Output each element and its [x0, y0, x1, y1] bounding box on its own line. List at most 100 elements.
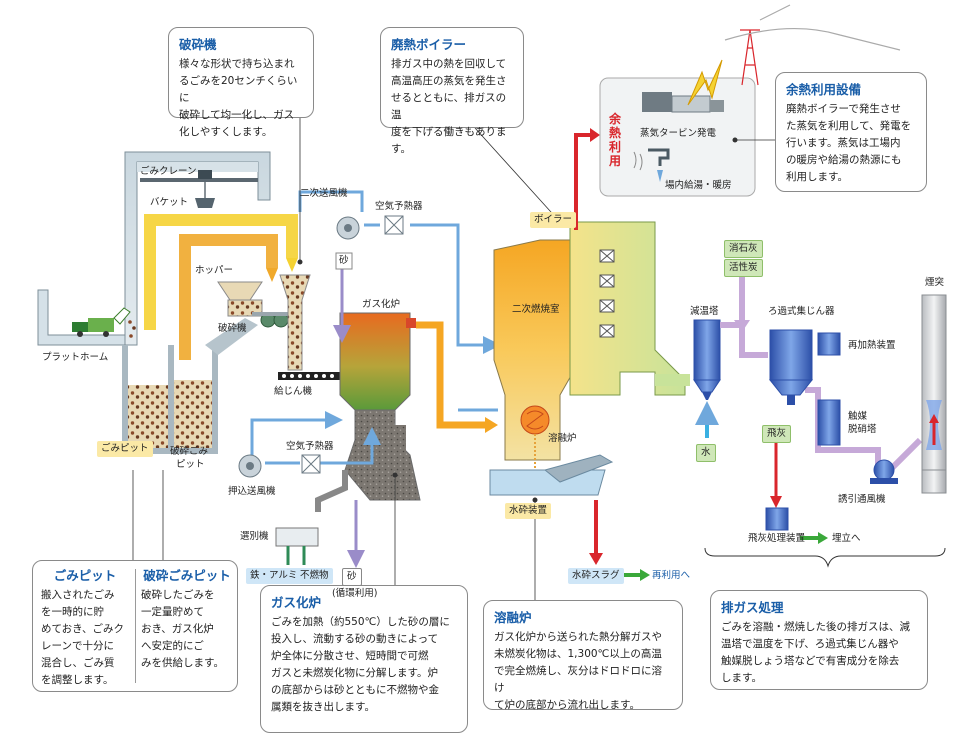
sand-out-tag: 砂: [342, 568, 362, 586]
hopper-crusher: [217, 281, 292, 328]
reheater-label: 再加熱装置: [848, 340, 896, 351]
crusher-label: 破砕機: [218, 323, 247, 334]
callout-line: 化しやすくします。: [179, 126, 273, 138]
exhaust-callout-title: 排ガス処理: [721, 600, 784, 615]
vertical-char: 利: [608, 140, 621, 154]
callout-line: 破砕して均一化し、ガス: [179, 109, 295, 121]
callout-line: た蒸気を利用して、発電を: [786, 120, 912, 132]
sand-reuse-label: (循環利用): [332, 588, 378, 599]
fly-ash-treatment-label: 飛灰処理装置: [748, 533, 806, 544]
garbage-truck: [72, 307, 136, 338]
callout-line: 利用します。: [786, 171, 848, 183]
push-blower-icon: [238, 454, 262, 478]
callout-line: 未燃炭化物は、1,300℃以上の高温: [494, 648, 662, 660]
secondary-fan-label: 二次送風機: [300, 188, 348, 199]
callout-line: 触媒脱しょう塔などで有害成分を除去: [721, 655, 900, 667]
secondary-blower-icon: [336, 216, 360, 240]
air-preheater-bottom-icon: [301, 454, 321, 474]
crushed-pit-column: 破砕ごみピット 破砕したごみを 一定量貯めて おき、ガス化炉 へ安定的にご みを…: [141, 567, 233, 672]
landfill-label: 埋立へ: [832, 533, 861, 544]
callout-line: を調整します。: [41, 674, 114, 686]
chimney: [921, 294, 947, 494]
gas-flow-line: [416, 321, 485, 429]
callout-line: ガス化炉から送られた熱分解ガスや: [494, 631, 662, 643]
secondary-combustion-chamber: [493, 239, 581, 461]
catalyst-label-2: 脱硝塔: [848, 424, 877, 435]
gasifier-callout-title: ガス化炉: [271, 595, 322, 610]
crushed-pit-label-1: 破砕ごみ: [170, 446, 209, 457]
catalyst-tower: [817, 399, 841, 446]
exhaust-lines: [720, 270, 923, 471]
heat-use-callout-title: 余熱利用設備: [786, 82, 862, 97]
callout-line: 属類を抜き出します。: [271, 701, 375, 713]
water-slag-tag: 水砕スラグ: [568, 568, 624, 584]
bucket-label: バケット: [150, 197, 189, 208]
water-crusher-tag: 水砕装置: [505, 503, 552, 519]
secondary-chamber-label: 二次燃焼室: [512, 304, 560, 315]
pit-building: [37, 151, 271, 454]
lightning-icon: [687, 59, 723, 106]
garbage-pit-contents: [128, 385, 168, 448]
noncombustible-tag: 不燃物: [296, 568, 333, 584]
crane-flow-yellow: [144, 214, 298, 330]
heat-use-callout: 余熱利用設備 廃熱ボイラーで発生させ た蒸気を利用して、発電を 行います。蒸気は…: [775, 72, 927, 192]
callout-line: 行います。蒸気は工場内: [786, 137, 901, 149]
vertical-char: 用: [608, 154, 621, 168]
callout-line: を一時的に貯: [41, 606, 104, 618]
callout-line: で完全燃焼し、灰分はドロドロに溶け: [494, 665, 662, 694]
callout-line: ごみを溶融・燃焼した後の排ガスは、減: [721, 621, 910, 633]
vertical-char: 熱: [608, 126, 621, 140]
callout-line: 排ガス中の熱を回収して: [391, 58, 507, 70]
garbage-pit-callout-title: ごみピット: [53, 568, 117, 583]
callout-line: るごみを20センチくらいに: [179, 75, 298, 104]
pit-callout-divider: [135, 569, 136, 683]
callout-line: おき、ガス化炉: [141, 623, 214, 635]
callout-line: 搬入されたごみ: [41, 589, 115, 601]
sorter-label: 選別機: [240, 531, 269, 542]
fly-ash-tag: 飛灰: [762, 425, 792, 443]
melter-callout: 溶融炉 ガス化炉から送られた熱分解ガスや 未燃炭化物は、1,300℃以上の高温 …: [483, 600, 683, 711]
crushed-pit-callout-title: 破砕ごみピット: [143, 568, 231, 583]
air-preheater-top-label: 空気予熱器: [375, 201, 423, 212]
gasifier-label: ガス化炉: [362, 299, 401, 310]
waste-heat-boiler: [569, 221, 686, 396]
callout-line: へ安定的にご: [141, 640, 204, 652]
crushed-pit-label-2: ピット: [176, 459, 205, 470]
callout-line: ごみを加熱（約550℃）した砂の層に: [271, 616, 450, 628]
callout-line: レーンで十分に: [41, 640, 114, 652]
hot-water-label: 場内給湯・暖房: [665, 180, 732, 191]
catalyst-label-1: 触媒: [848, 411, 868, 422]
callout-line: 様々な形状で持ち込まれ: [179, 58, 295, 70]
boiler-tag: ボイラー: [530, 212, 577, 228]
melter-label: 溶融炉: [548, 433, 577, 444]
callout-line: します。: [721, 672, 762, 684]
reuse-label: 再利用へ: [652, 570, 691, 581]
sand-box: [335, 252, 353, 270]
induced-fan-label: 誘引通風機: [838, 494, 886, 505]
crusher-callout-title: 破砕機: [179, 37, 217, 52]
power-tower-icon: [724, 4, 901, 86]
crane-flow-orange: [179, 234, 278, 360]
feeder-hopper: [278, 274, 342, 380]
garbage-crane: [140, 170, 258, 208]
waste-boiler-callout: 廃熱ボイラー 排ガス中の熱を回収して 高温高圧の蒸気を発生さ せるとともに、排ガ…: [380, 27, 524, 155]
callout-line: 一定量貯めて: [141, 606, 204, 618]
callout-line: 炉全体に分散させ、短時間で可燃: [271, 650, 429, 662]
exhaust-brace: [704, 547, 946, 568]
exhaust-callout: 排ガス処理 ごみを溶融・燃焼した後の排ガスは、減 温塔で温度を下げ、ろ過式集じん…: [710, 590, 928, 690]
water-crusher-unit: [489, 434, 614, 496]
garbage-pit-tag: ごみピット: [97, 441, 153, 457]
crusher-callout: 破砕機 様々な形状で持ち込まれ るごみを20センチくらいに 破砕して均一化し、ガ…: [168, 27, 314, 138]
water-tag: 水: [696, 444, 716, 462]
callout-line: ガスと未燃炭化物に分解します。炉: [271, 667, 438, 679]
chimney-label: 煙突: [925, 277, 945, 288]
callout-line: 廃熱ボイラーで発生させ: [786, 103, 901, 115]
steam-turbine-label: 蒸気タービン発電: [640, 128, 717, 139]
feeder-label: 給じん機: [274, 386, 313, 397]
callout-line: の暖房や給湯の熱源にも: [786, 154, 902, 166]
induced-fan-icon: [870, 459, 898, 484]
waste-boiler-callout-title: 廃熱ボイラー: [391, 37, 467, 52]
air-preheater-bottom-label: 空気予熱器: [286, 441, 334, 452]
crane-label: ごみクレーン: [140, 166, 197, 177]
